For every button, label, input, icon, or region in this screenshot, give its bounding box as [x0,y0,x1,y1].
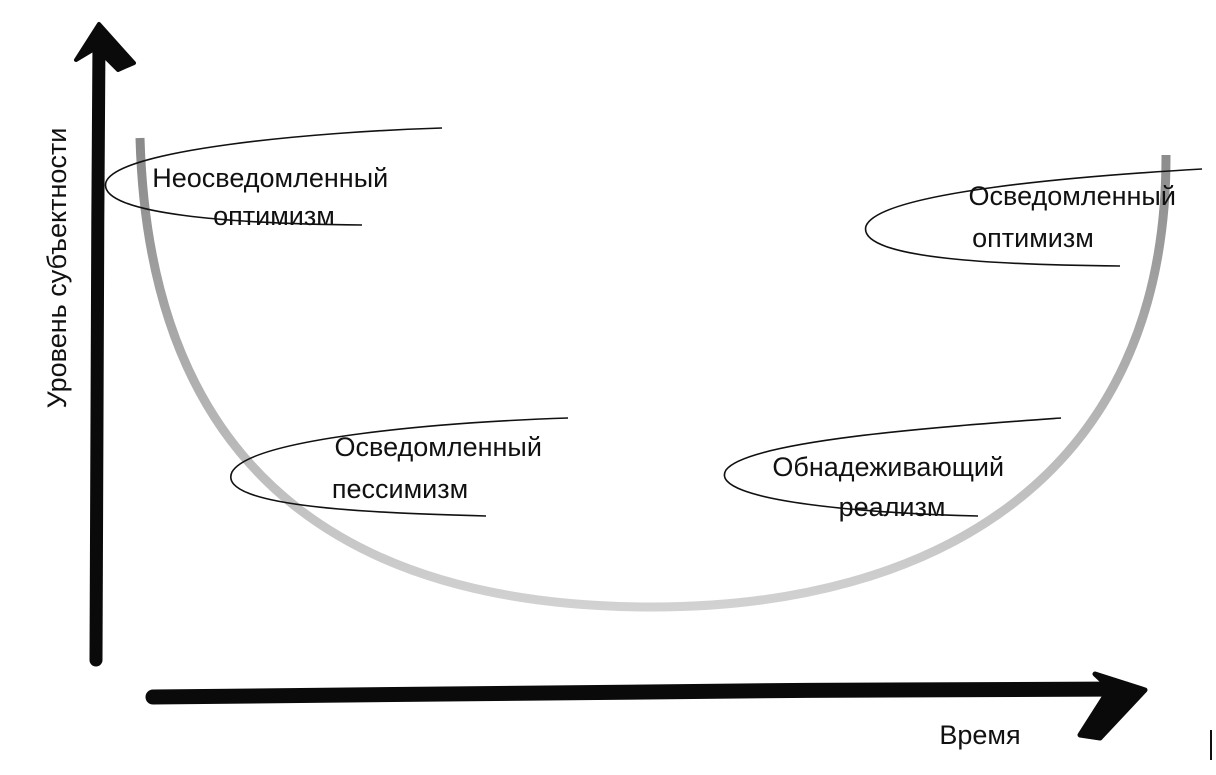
stage-label-line: оптимизм [213,201,335,231]
x-axis-arrowhead-icon [1077,671,1148,741]
y-axis [74,22,136,667]
stage-label-line: Неосведомленный [152,163,388,193]
stage-label-line: реализм [839,492,946,522]
callout-loop-uninformed-optimism [104,127,443,226]
y-axis-title: Уровень субъектности [42,128,72,409]
x-axis-line [145,681,1133,705]
stage-label-line: Обнадеживающий [772,452,1004,482]
callout-loop-hopeful-realism [723,417,1062,517]
stage-label-hopeful-realism: Обнадеживающий реализм [772,452,1011,522]
y-axis-arrowhead-icon [74,22,136,72]
callout-loop-informed-optimism [865,168,1203,267]
stage-label-line: оптимизм [972,223,1094,253]
callout-loop-informed-pessimism [230,417,569,517]
stage-label-informed-pessimism: Осведомленный пессимизм [332,432,550,504]
x-axis-title: Время [939,720,1020,750]
stage-label-informed-optimism: Осведомленный оптимизм [969,181,1184,253]
change-curve [135,137,1171,612]
stage-label-line: Осведомленный [335,432,542,462]
stage-label-line: пессимизм [332,474,468,504]
y-axis-line [89,33,106,667]
stage-label-line: Осведомленный [969,181,1176,211]
x-axis [145,671,1148,741]
stage-label-uninformed-optimism: Неосведомленный оптимизм [152,163,395,231]
